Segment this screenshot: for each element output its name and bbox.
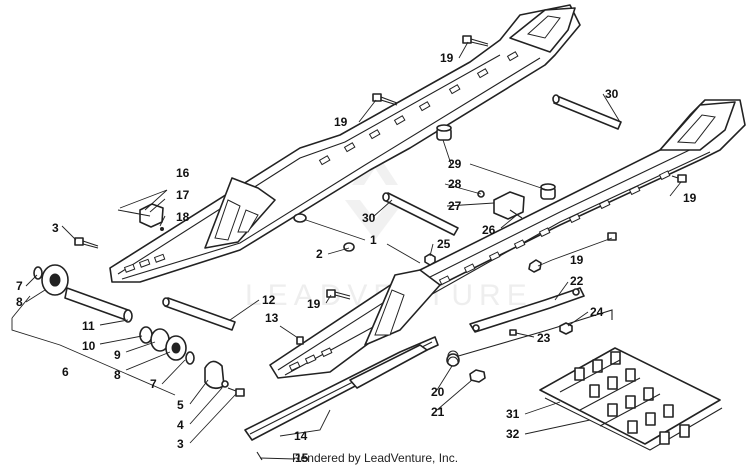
- callout-20: 20: [431, 385, 445, 399]
- bumper-assembly: [117, 203, 164, 231]
- cross-shaft-30-middle: [382, 192, 459, 236]
- bolt-19-mid: [607, 232, 617, 241]
- leader-lines: [25, 41, 682, 460]
- callout-24: 24: [590, 305, 604, 319]
- bolt-21: [469, 369, 486, 383]
- callout-23: 23: [537, 331, 551, 345]
- bolt-19-right: [671, 174, 687, 183]
- rail-front: [269, 99, 746, 379]
- spacer-29-upper: [436, 124, 452, 141]
- callout-8-right: 8: [114, 368, 121, 382]
- callout-25: 25: [437, 237, 451, 251]
- callout-4: 4: [177, 418, 184, 432]
- callout-13: 13: [265, 311, 279, 325]
- clip-13: [296, 336, 304, 345]
- callout-5: 5: [177, 398, 184, 412]
- callout-21: 21: [431, 405, 445, 419]
- stop-block-27: [477, 190, 525, 220]
- bracket-6-lines: [11, 295, 176, 396]
- callout-7-left: 7: [16, 279, 23, 293]
- callout-19-lower: 19: [307, 297, 321, 311]
- callout-16: 16: [176, 166, 190, 180]
- cross-shaft-12: [162, 297, 236, 331]
- callout-1: 1: [370, 233, 377, 247]
- callout-27: 27: [448, 199, 462, 213]
- bolt-19-center: [528, 259, 542, 273]
- callout-8-left: 8: [16, 295, 23, 309]
- callout-10: 10: [82, 339, 96, 353]
- track-section: [539, 347, 723, 451]
- callout-26: 26: [482, 223, 496, 237]
- callout-9: 9: [114, 348, 121, 362]
- nut-25: [424, 253, 436, 266]
- footer-credit: Rendered by LeadVenture, Inc.: [291, 451, 459, 465]
- rail-back: [109, 4, 581, 283]
- callout-15: 15: [295, 451, 309, 465]
- callout-3-upper: 3: [52, 221, 59, 235]
- washer-2: [293, 213, 355, 252]
- spacer-29-lower: [540, 183, 556, 200]
- screw-15: [256, 451, 263, 461]
- callout-labels: 1 2 3 3 4 5 6 7 7 8 8 9 10 11 12 13 14 1…: [16, 51, 697, 465]
- spring-20: [446, 309, 613, 367]
- bolt-3-upper: [74, 237, 99, 249]
- callout-18: 18: [176, 210, 190, 224]
- callout-30-rear: 30: [605, 87, 619, 101]
- callout-19-top: 19: [440, 51, 454, 65]
- cross-shaft-30-rear: [552, 94, 622, 130]
- callout-22: 22: [570, 274, 584, 288]
- callout-19-upper-left: 19: [334, 115, 348, 129]
- callout-30-middle: 30: [362, 211, 376, 225]
- bolts: [74, 35, 687, 397]
- callout-2: 2: [316, 247, 323, 261]
- callout-19-mid: 19: [570, 253, 584, 267]
- callout-17: 17: [176, 188, 190, 202]
- callout-11: 11: [82, 319, 95, 333]
- bolt-19-lower: [326, 289, 351, 300]
- track-lugs: [574, 351, 690, 445]
- callout-14: 14: [294, 429, 308, 443]
- callout-28: 28: [448, 177, 462, 191]
- bolt-23: [509, 329, 517, 336]
- callout-31: 31: [506, 407, 520, 421]
- slide-14: [244, 336, 439, 441]
- callout-32: 32: [506, 427, 520, 441]
- callout-29: 29: [448, 157, 462, 171]
- rail-front-slots: [288, 170, 671, 372]
- bolt-3-lower: [227, 387, 245, 397]
- bolt-19-upper-left: [372, 93, 398, 106]
- wheel-group-left: [33, 264, 229, 390]
- callout-3-lower: 3: [177, 437, 184, 451]
- callout-6: 6: [62, 365, 69, 379]
- callout-19-right: 19: [683, 191, 697, 205]
- callout-7-right: 7: [150, 377, 157, 391]
- callout-12: 12: [262, 293, 276, 307]
